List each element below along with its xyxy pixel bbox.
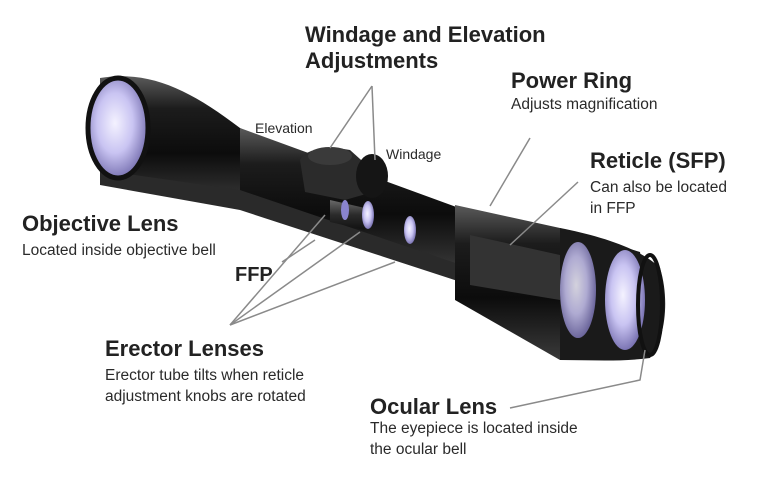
- reticle-title: Reticle (SFP): [590, 148, 726, 173]
- ffp-label: FFP: [235, 264, 273, 286]
- ocular-lens-title: Ocular Lens: [370, 394, 498, 419]
- power-ring-title: Power Ring: [511, 68, 633, 93]
- reticle-desc-line2: in FFP: [590, 200, 636, 217]
- windage-label: Windage: [386, 146, 442, 162]
- objective-lens-desc: Located inside objective bell: [22, 242, 216, 259]
- windage-elevation-title-line2: Adjustments: [305, 48, 439, 73]
- elevation-label: Elevation: [255, 120, 313, 136]
- erector-lenses-desc-line1: Erector tube tilts when reticle: [105, 367, 305, 384]
- windage-elevation-title-line1: Windage and Elevation: [305, 22, 546, 47]
- objective-lens: [88, 78, 148, 178]
- leader-lines: [229, 85, 646, 409]
- ocular-lens: [560, 242, 664, 357]
- erector-lenses: [330, 200, 416, 244]
- erector-lenses-desc-line2: adjustment knobs are rotated: [105, 388, 306, 405]
- erector-lenses-title: Erector Lenses: [105, 336, 264, 361]
- reticle-desc-line1: Can also be located: [590, 179, 728, 196]
- ocular-lens-desc-line2: the ocular bell: [370, 441, 467, 458]
- ocular-lens-desc-line1: The eyepiece is located inside: [370, 420, 578, 437]
- objective-lens-title: Objective Lens: [22, 211, 179, 236]
- power-ring-desc: Adjusts magnification: [511, 96, 658, 113]
